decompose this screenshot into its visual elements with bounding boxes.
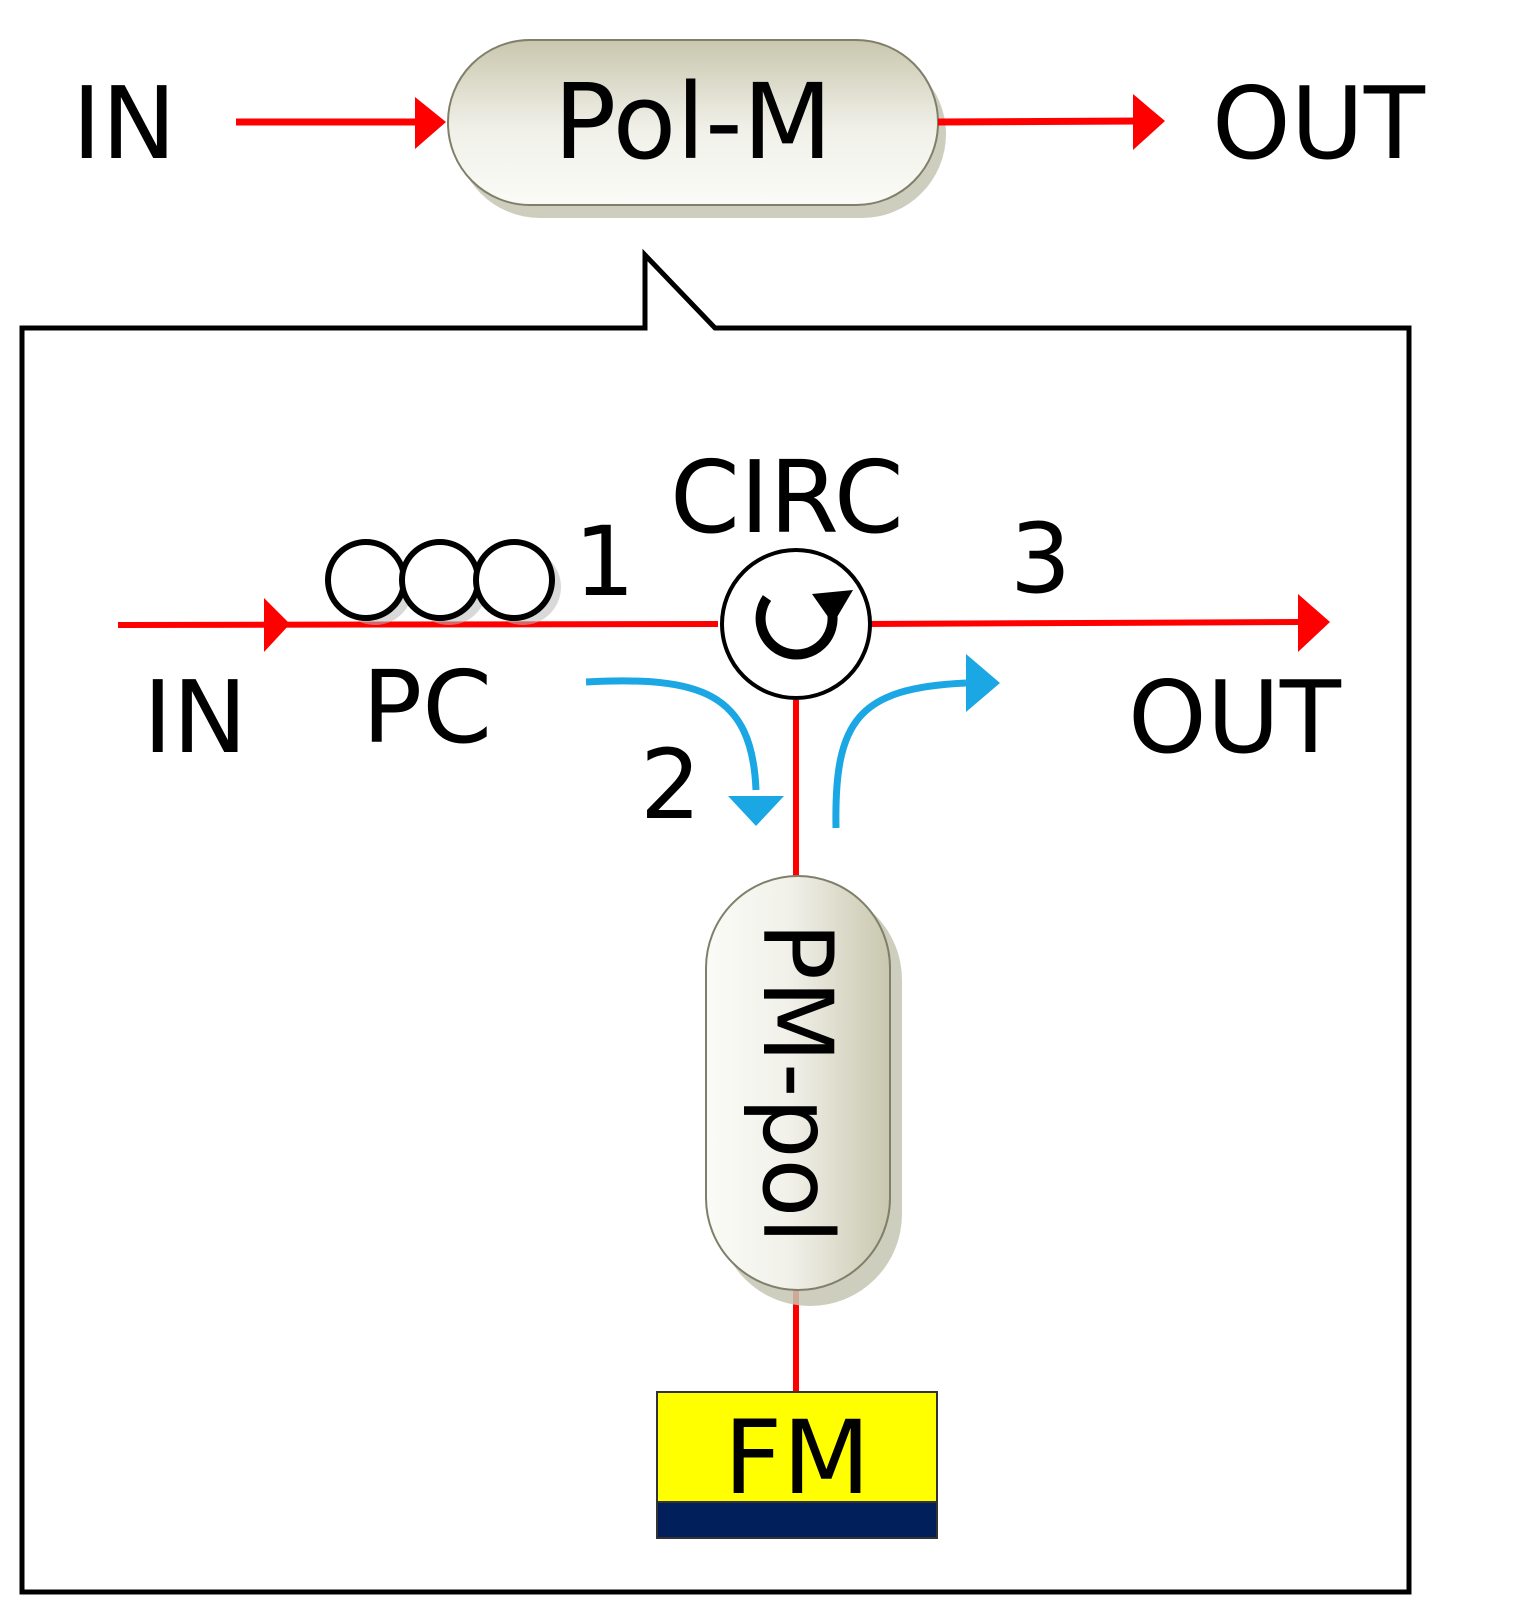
top-view: IN Pol-M OUT	[72, 39, 1426, 218]
light-path-out-arrowhead	[966, 654, 1000, 712]
pc-label: PC	[362, 649, 492, 766]
input-arrowhead	[264, 598, 290, 652]
fm-base	[656, 1501, 938, 1539]
port-2-label: 2	[640, 729, 701, 841]
top-input-arrowhead	[415, 97, 446, 149]
input-fiber	[117, 621, 719, 628]
output-arrowhead	[1298, 594, 1330, 652]
fm-label: FM	[724, 1399, 871, 1518]
top-output-arrowhead	[1133, 94, 1165, 150]
pm-pol-label: PM-pol	[741, 922, 853, 1244]
pc-loop-2	[399, 539, 481, 621]
faraday-mirror: FM	[656, 1391, 938, 1539]
pol-m-label: Pol-M	[554, 61, 833, 183]
in-label: IN	[143, 659, 247, 776]
callout-frame	[19, 248, 1412, 1595]
light-path-in-arrow	[585, 677, 760, 791]
circ-label: CIRC	[670, 439, 904, 556]
output-fiber	[865, 619, 1301, 627]
polarization-controller	[325, 539, 561, 625]
circulator	[720, 548, 872, 700]
light-path-in-arrowhead	[728, 796, 784, 826]
port-1-label: 1	[574, 506, 635, 618]
out-label: OUT	[1128, 659, 1342, 776]
pol-m-module: Pol-M	[447, 39, 946, 218]
top-in-label: IN	[72, 65, 176, 182]
light-path-out-arrow	[832, 679, 967, 829]
pc-loop-1	[325, 539, 407, 621]
pc-loop-3	[473, 539, 555, 621]
circulator-rotation-icon	[755, 595, 838, 660]
top-output-fiber	[937, 117, 1141, 126]
port-3-label: 3	[1010, 503, 1071, 615]
top-out-label: OUT	[1212, 65, 1426, 182]
detail-view: IN PC 1 CIRC 3 2 OUT	[117, 439, 1342, 1539]
pm-pol-module: PM-pol	[705, 875, 902, 1306]
